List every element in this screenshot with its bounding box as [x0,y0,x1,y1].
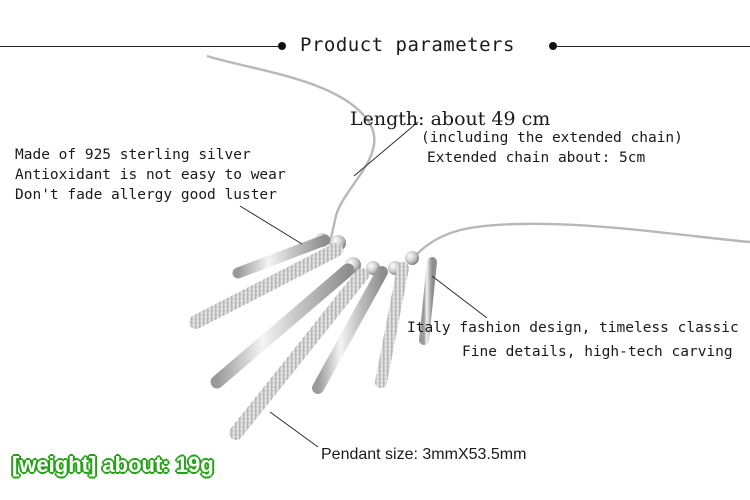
callout-design [431,275,488,319]
material-line-3: Don't fade allergy good luster [15,187,277,203]
callout-material [239,205,303,245]
material-line-1: Made of 925 sterling silver [15,147,251,163]
material-line-2: Antioxidant is not easy to wear [15,167,286,183]
design-line-1: Italy fashion design, timeless classic [407,320,739,336]
header-rule-left [0,46,278,47]
length-note: (including the extended chain) [421,130,683,146]
callout-length [353,121,419,177]
chain-right [414,222,750,257]
page-title: Product parameters [300,34,515,56]
pendant-size-label: Pendant size: 3mmX53.5mm [321,446,527,463]
design-line-2: Fine details, high-tech carving [462,344,733,360]
header-rule-right [557,46,750,47]
length-label: Length: about 49 cm [350,108,551,130]
chain-left [206,54,376,246]
weight-label: [weight] about: 19g [12,452,214,477]
extended-chain-label: Extended chain about: 5cm [427,150,646,166]
header-bullet-left [278,42,286,50]
pendant-bars [189,234,437,440]
callout-lines [239,121,488,448]
callout-pendant [269,411,319,448]
header-bullet-right [549,42,557,50]
